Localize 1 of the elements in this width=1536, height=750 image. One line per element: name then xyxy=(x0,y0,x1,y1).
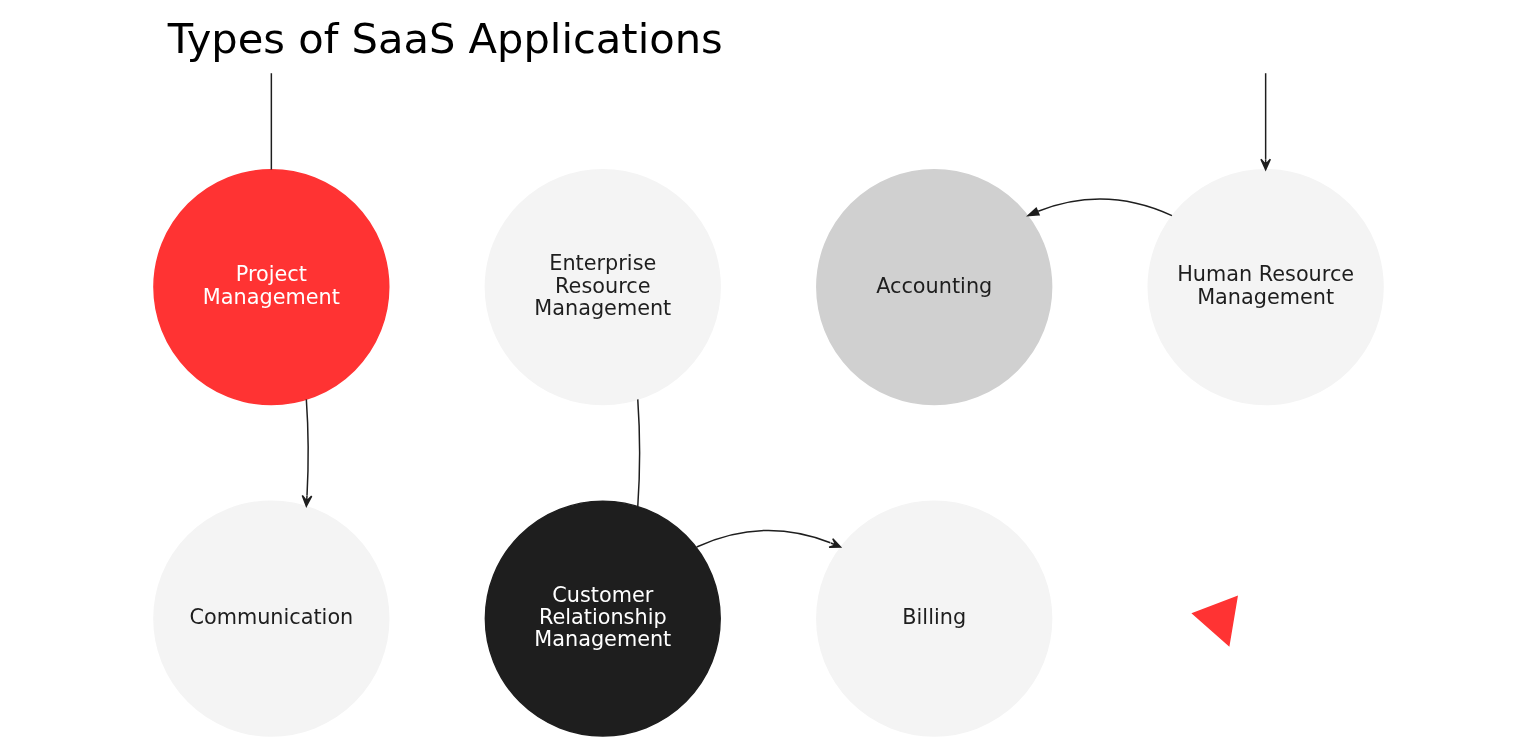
diagram-title: Types of SaaS Applications xyxy=(167,14,723,64)
